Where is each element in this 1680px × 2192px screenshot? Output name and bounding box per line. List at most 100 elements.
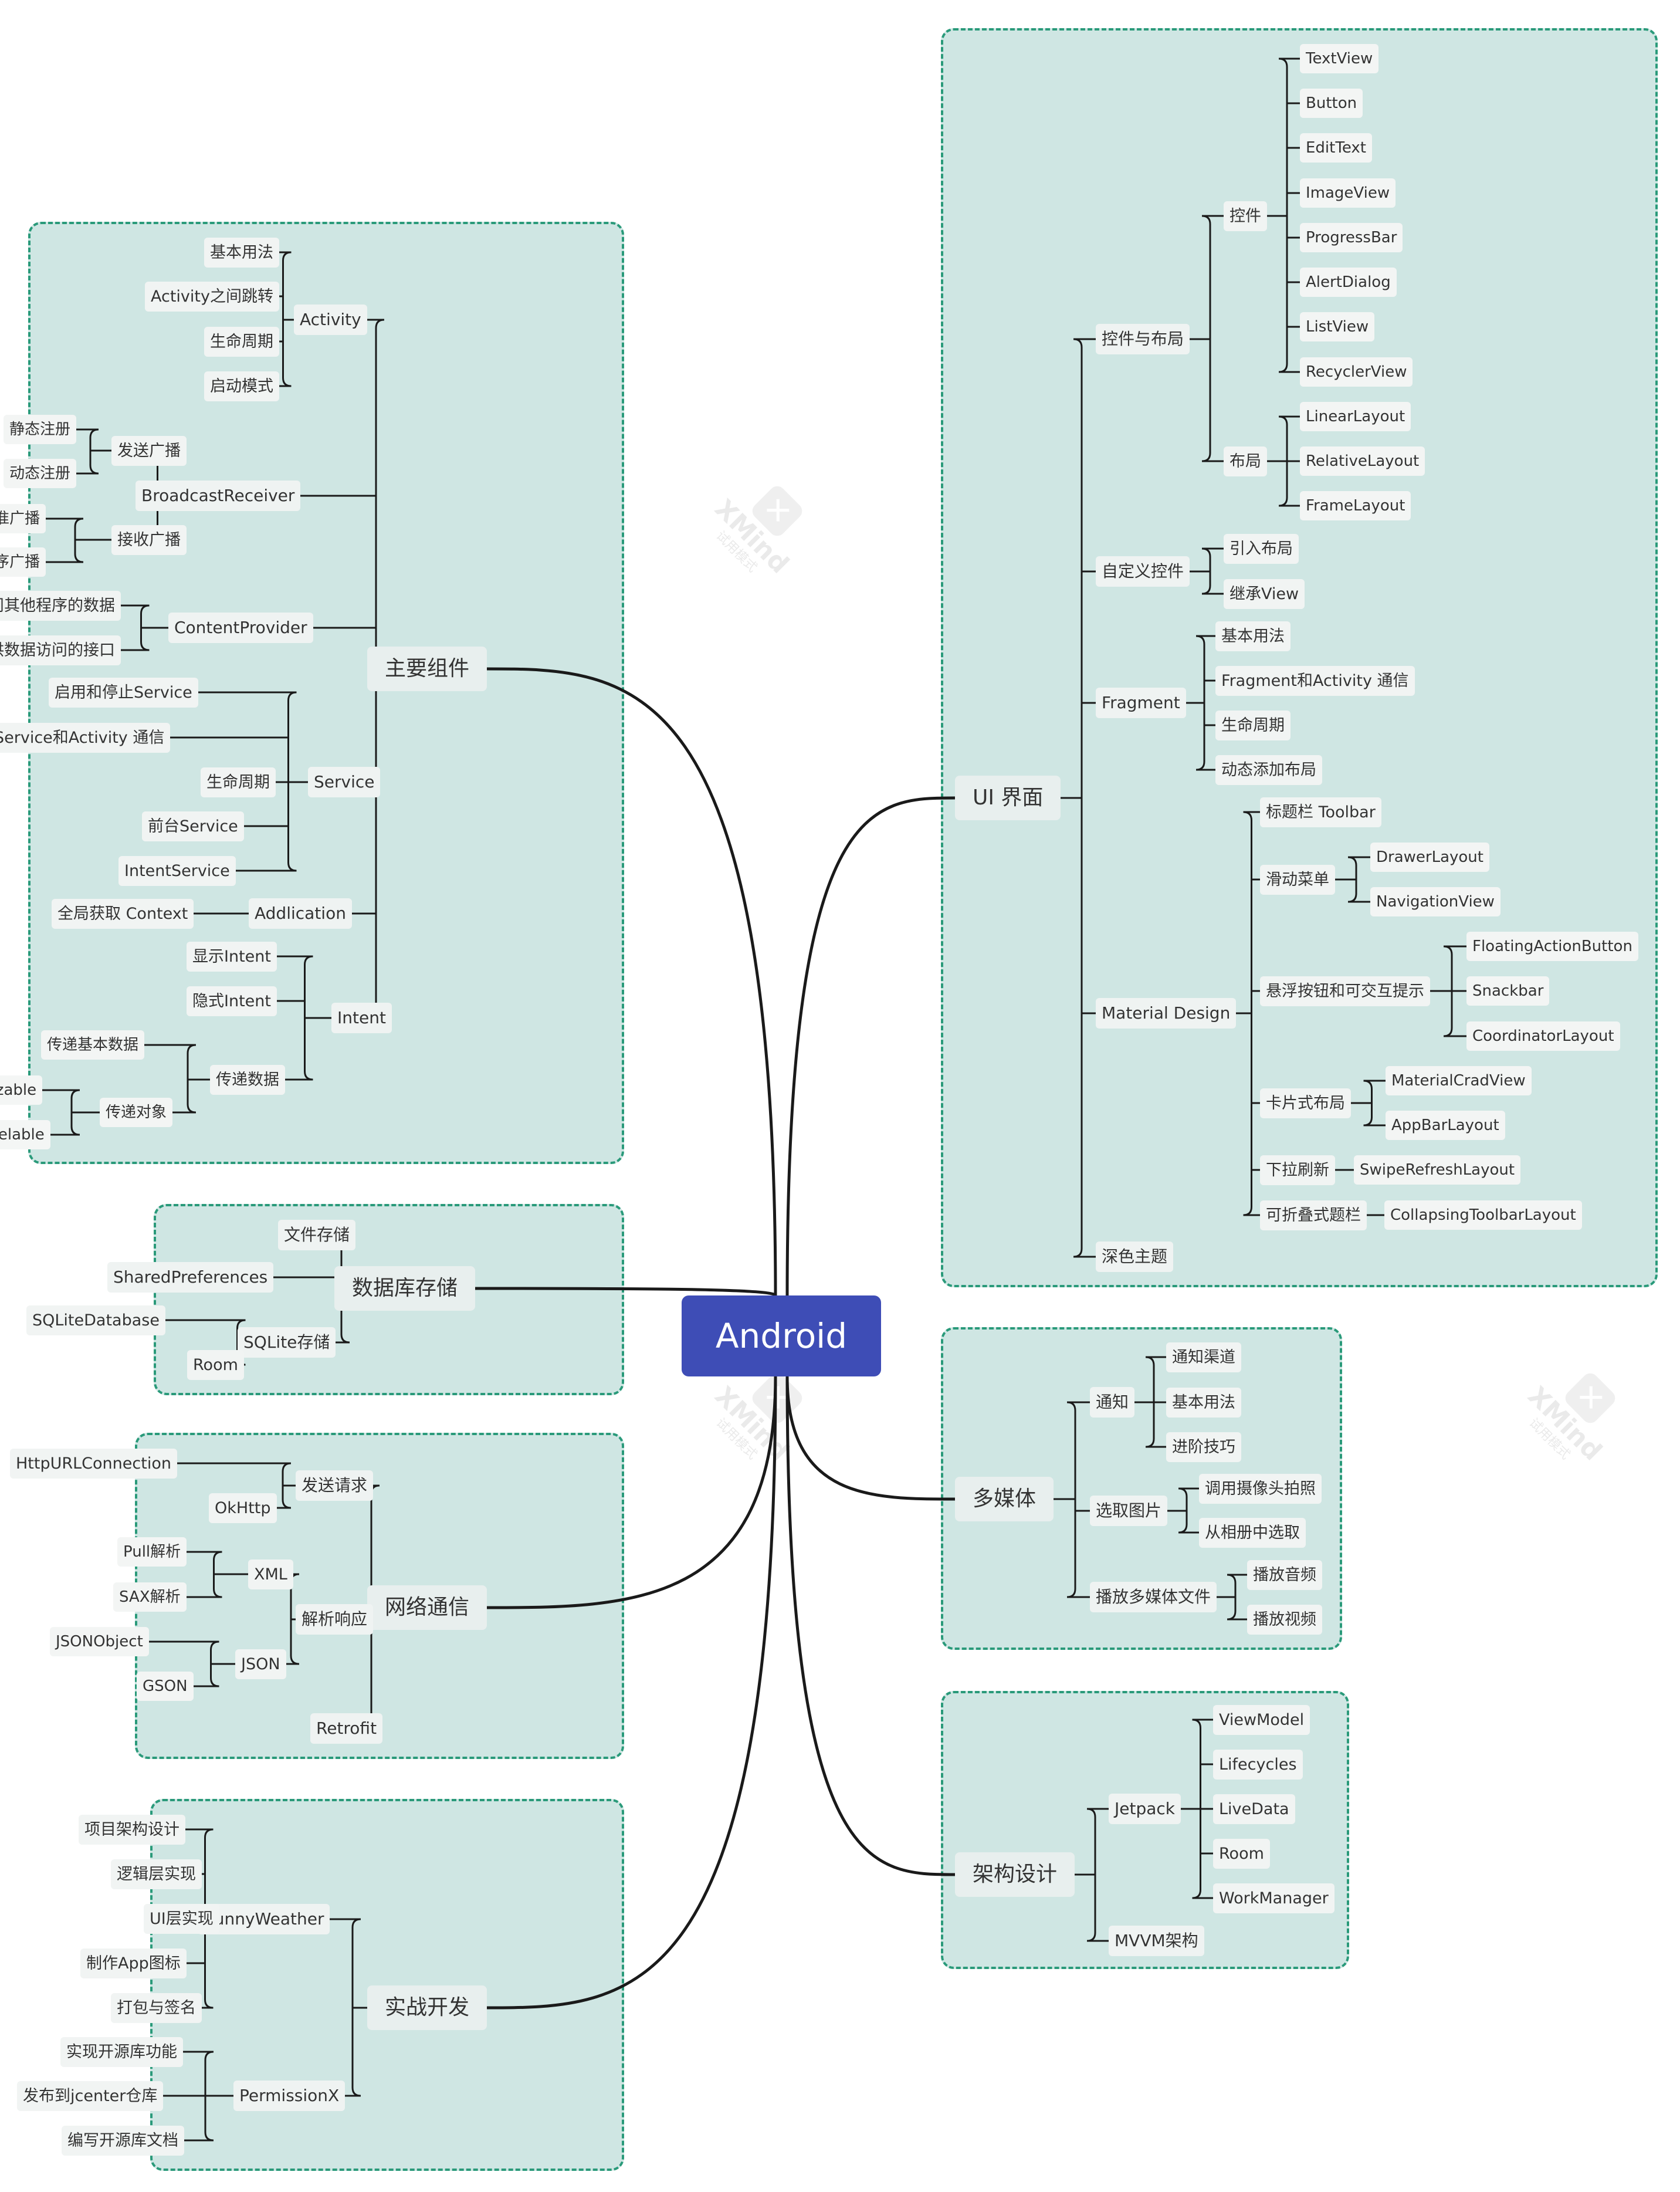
topic-service-activity[interactable]: Service和Activity 通信 [0, 722, 171, 753]
topic-node[interactable]: 自定义控件 [1096, 556, 1190, 587]
topic-node[interactable]: 解析响应 [296, 1604, 374, 1635]
topic-node[interactable]: 实战开发 [367, 1985, 487, 2030]
topic-node[interactable]: 进阶技巧 [1166, 1432, 1241, 1462]
topic-node[interactable]: 传递数据 [210, 1064, 285, 1095]
topic-relativelayout[interactable]: RelativeLayout [1300, 446, 1425, 476]
topic-alertdialog[interactable]: AlertDialog [1300, 268, 1397, 297]
topic-node[interactable]: 实现开源库功能 [60, 2037, 183, 2067]
topic-framelayout[interactable]: FrameLayout [1300, 491, 1411, 520]
topic-node[interactable]: 通知 [1090, 1387, 1135, 1418]
central-topic-android[interactable]: Android [682, 1295, 881, 1376]
topic-fragment-activity[interactable]: Fragment和Activity 通信 [1215, 665, 1415, 696]
topic-node[interactable]: 发送请求 [296, 1470, 374, 1501]
topic-node[interactable]: 控件 [1224, 201, 1267, 231]
topic-node[interactable]: 选取图片 [1090, 1496, 1168, 1526]
topic-floatingactionbutton[interactable]: FloatingActionButton [1466, 932, 1638, 961]
topic-node[interactable]: 动态添加布局 [1215, 755, 1322, 785]
topic-node[interactable]: 项目架构设计 [79, 1814, 185, 1845]
topic-node[interactable]: 引入布局 [1224, 533, 1299, 564]
topic-coordinatorlayout[interactable]: CoordinatorLayout [1466, 1021, 1620, 1051]
topic-jetpack[interactable]: Jetpack [1109, 1794, 1181, 1824]
topic-node[interactable]: 可折叠式题栏 [1260, 1200, 1367, 1230]
topic-activity[interactable]: Activity [294, 305, 367, 335]
topic-okhttp[interactable]: OkHttp [209, 1493, 277, 1523]
topic-progressbar[interactable]: ProgressBar [1300, 223, 1403, 252]
topic-lifecycles[interactable]: Lifecycles [1213, 1749, 1303, 1780]
topic-navigationview[interactable]: NavigationView [1370, 887, 1501, 916]
topic-node[interactable]: 基本用法 [1215, 621, 1291, 651]
topic-ui[interactable]: UI层实现 [144, 1903, 219, 1934]
topic-node[interactable]: 打包与签名 [111, 1993, 202, 2023]
topic-room[interactable]: Room [1213, 1838, 1270, 1869]
topic-node[interactable]: 播放多媒体文件 [1090, 1582, 1217, 1612]
topic-material-design[interactable]: Material Design [1096, 998, 1237, 1029]
topic-node[interactable]: 生命周期 [201, 767, 276, 797]
topic-service[interactable]: Service [308, 767, 381, 797]
topic-context[interactable]: 全局获取 Context [52, 898, 194, 929]
topic-snackbar[interactable]: Snackbar [1466, 976, 1550, 1006]
topic-node[interactable]: 动态注册 [4, 459, 77, 488]
topic-app[interactable]: 制作App图标 [80, 1948, 187, 1978]
topic-node[interactable]: 静态注册 [4, 415, 77, 444]
topic-swiperefreshlayout[interactable]: SwipeRefreshLayout [1354, 1155, 1521, 1185]
topic-materialcradview[interactable]: MaterialCradView [1386, 1066, 1532, 1095]
topic-node[interactable]: 播放视频 [1247, 1604, 1322, 1635]
topic-node[interactable]: 布局 [1224, 446, 1267, 476]
topic-ui[interactable]: UI 界面 [955, 776, 1061, 820]
topic-node[interactable]: 基本用法 [1166, 1387, 1241, 1418]
topic-node[interactable]: 生命周期 [1215, 710, 1291, 740]
topic-node[interactable]: 主要组件 [367, 647, 487, 691]
topic-node[interactable]: 通知渠道 [1166, 1342, 1241, 1372]
topic-node[interactable]: 生命周期 [204, 326, 279, 357]
topic-node[interactable]: 基本用法 [204, 237, 279, 268]
topic-edittext[interactable]: EditText [1300, 133, 1372, 163]
topic-node[interactable]: 悬浮按钮和可交互提示 [1260, 976, 1430, 1006]
topic-node[interactable]: 提供数据访问的接口 [0, 635, 121, 665]
topic-listview[interactable]: ListView [1300, 312, 1375, 341]
topic-viewmodel[interactable]: ViewModel [1213, 1704, 1310, 1735]
topic-addlication[interactable]: Addlication [249, 898, 352, 929]
topic-intent[interactable]: 隐式Intent [187, 986, 277, 1016]
topic-node[interactable]: 接收广播 [111, 525, 187, 555]
topic-node[interactable]: 下拉刷新 [1260, 1155, 1335, 1185]
topic-node[interactable]: 从相册中选取 [1199, 1517, 1306, 1548]
topic-workmanager[interactable]: WorkManager [1213, 1883, 1334, 1913]
topic-node[interactable]: 编写开源库文档 [62, 2125, 184, 2156]
topic-node[interactable]: 传递基本数据 [41, 1030, 145, 1060]
topic-parcelable[interactable]: Parcelable [0, 1120, 50, 1149]
topic-view[interactable]: 继承View [1224, 579, 1305, 609]
topic-linearlayout[interactable]: LinearLayout [1300, 402, 1411, 431]
topic-node[interactable]: 卡片式布局 [1260, 1088, 1351, 1118]
topic-xml[interactable]: XML [248, 1559, 293, 1589]
topic-permissionx[interactable]: PermissionX [233, 2081, 346, 2111]
topic-node[interactable]: 发送有序广播 [0, 547, 46, 577]
topic-intent[interactable]: 显示Intent [187, 941, 277, 972]
topic-node[interactable]: 发送标准广播 [0, 504, 46, 533]
topic-jcenter[interactable]: 发布到jcenter仓库 [17, 2081, 164, 2111]
topic-imageview[interactable]: ImageView [1300, 178, 1396, 208]
topic-toolbar[interactable]: 标题栏 Toolbar [1260, 797, 1381, 827]
topic-node[interactable]: 深色主题 [1096, 1242, 1174, 1272]
topic-node[interactable]: 网络通信 [367, 1585, 487, 1630]
topic-gson[interactable]: GSON [137, 1672, 194, 1701]
topic-sqlitedatabase[interactable]: SQLiteDatabase [26, 1305, 165, 1335]
topic-mvvm[interactable]: MVVM架构 [1109, 1926, 1204, 1956]
topic-intent[interactable]: Intent [331, 1003, 392, 1033]
topic-contentprovider[interactable]: ContentProvider [168, 613, 313, 643]
topic-retrofit[interactable]: Retrofit [310, 1713, 383, 1744]
topic-textview[interactable]: TextView [1300, 44, 1379, 73]
topic-recyclerview[interactable]: RecyclerView [1300, 357, 1413, 387]
topic-node[interactable]: 控件与布局 [1096, 324, 1190, 354]
topic-sunnyweather[interactable]: SunnyWeather [198, 1904, 330, 1934]
topic-drawerlayout[interactable]: DrawerLayout [1370, 843, 1489, 872]
topic-fragment[interactable]: Fragment [1096, 688, 1186, 718]
topic-room[interactable]: Room [187, 1349, 244, 1380]
topic-jsonobject[interactable]: JSONObject [50, 1627, 149, 1656]
topic-sax[interactable]: SAX解析 [113, 1582, 187, 1612]
topic-node[interactable]: 文件存储 [278, 1220, 356, 1250]
topic-node[interactable]: 多媒体 [955, 1477, 1054, 1521]
topic-node[interactable]: 发送广播 [111, 435, 187, 466]
topic-node[interactable]: 滑动菜单 [1260, 864, 1335, 895]
topic-pull[interactable]: Pull解析 [117, 1537, 187, 1567]
topic-service[interactable]: 前台Service [142, 811, 244, 841]
